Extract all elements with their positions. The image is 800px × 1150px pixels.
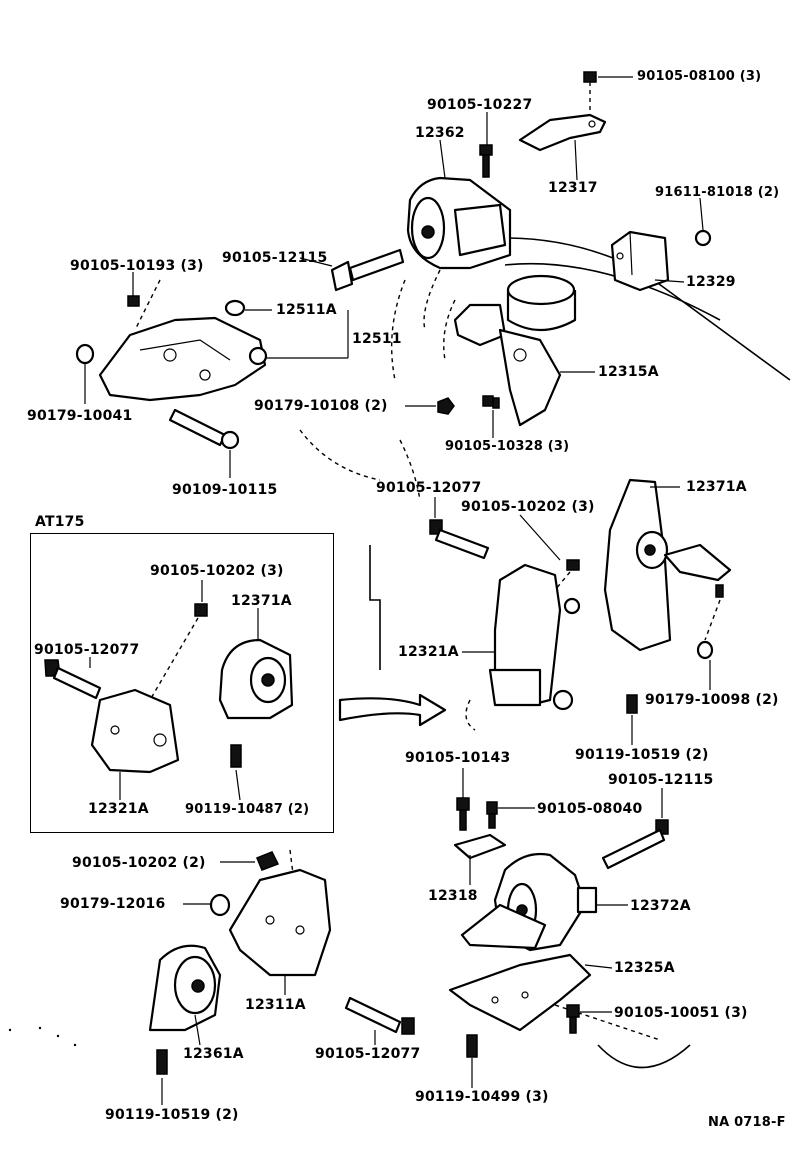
label-91611-81018: 91611-81018 (2) (655, 185, 780, 200)
label-12361A: 12361A (183, 1046, 244, 1062)
bolt-90105-10328 (482, 395, 500, 409)
label-12318: 12318 (428, 888, 478, 904)
label-12317: 12317 (548, 180, 598, 196)
inset-bracket-12321A (90, 688, 180, 774)
label-90105-10051: 90105-10051 (3) (614, 1005, 748, 1021)
bolt-90105-10202-mid (554, 559, 580, 591)
bracket-12317 (518, 113, 607, 152)
label-90105-10202-mid: 90105-10202 (3) (461, 499, 595, 515)
bolt-90119-10519-bot (156, 1049, 168, 1075)
label-12511: 12511 (352, 331, 402, 347)
label-90105-10193: 90105-10193 (3) (70, 258, 204, 274)
bushing-12511A (224, 299, 246, 317)
mount-12362 (406, 176, 512, 270)
label-12311A: 12311A (245, 997, 306, 1013)
label-90105-10143: 90105-10143 (405, 750, 511, 766)
label-12329: 12329 (686, 274, 736, 290)
label-12362: 12362 (415, 125, 465, 141)
nut-90179-10041 (75, 343, 95, 365)
label-90105-10202-bot: 90105-10202 (2) (72, 855, 206, 871)
bracket-12511 (98, 316, 268, 402)
nut-91611-81018 (694, 229, 712, 247)
bolt-90105-10227 (479, 144, 493, 178)
label-12315A: 12315A (598, 364, 659, 380)
inset-title-at175: AT175 (35, 514, 85, 530)
bolt-90105-12115-top (330, 248, 405, 292)
bolt-90119-10499 (466, 1034, 478, 1058)
label-90179-10041: 90179-10041 (27, 408, 133, 424)
nut-90179-12016 (209, 893, 231, 917)
label-90105-08040: 90105-08040 (537, 801, 643, 817)
bracket-12311A (228, 868, 332, 977)
at175-inset-frame (30, 533, 334, 833)
leader-lines (84, 76, 711, 1105)
mount-12371A-right (603, 478, 732, 652)
label-12321A-right: 12321A (398, 644, 459, 660)
label-90179-10108: 90179-10108 (2) (254, 398, 388, 414)
label-12511A: 12511A (276, 302, 337, 318)
label-90109-10115: 90109-10115 (172, 482, 278, 498)
plate-12325A (448, 953, 592, 1032)
bolt-90179-10098 (696, 584, 724, 660)
label-90105-12115-right: 90105-12115 (608, 772, 714, 788)
label-90179-10098: 90179-10098 (2) (645, 692, 779, 708)
inset-label-90119-10487: 90119-10487 (2) (185, 802, 310, 817)
label-90179-12016: 90179-12016 (60, 896, 166, 912)
inset-label-12371A: 12371A (231, 593, 292, 609)
label-12325A: 12325A (614, 960, 675, 976)
bolt-90105-08040 (486, 801, 498, 829)
inset-bolt-90119-10487 (230, 744, 242, 768)
label-12371A-right: 12371A (686, 479, 747, 495)
bolt-90109-10115 (168, 408, 240, 450)
inset-bolt-90105-10202 (149, 603, 208, 701)
bolt-90119-10519-right (626, 694, 638, 714)
bolt-90105-08100 (583, 71, 597, 115)
label-90105-10328: 90105-10328 (3) (445, 439, 570, 454)
diagram-code: NA 0718-F (708, 1115, 786, 1130)
label-90105-08100: 90105-08100 (3) (637, 69, 762, 84)
inset-label-90105-10202: 90105-10202 (3) (150, 563, 284, 579)
bolt-90105-12077-bot (344, 996, 415, 1035)
inset-mount-12371A (218, 638, 294, 720)
label-90119-10499: 90119-10499 (3) (415, 1089, 549, 1105)
inset-label-12321A: 12321A (88, 801, 149, 817)
mount-12372A (460, 852, 598, 952)
engine-drum (506, 274, 577, 331)
label-90105-10227: 90105-10227 (427, 97, 533, 113)
label-90105-12077-bot: 90105-12077 (315, 1046, 421, 1062)
mount-12361A (148, 944, 222, 1032)
bolt-90105-10051 (566, 1004, 580, 1034)
label-90105-12077-mid: 90105-12077 (376, 480, 482, 496)
scan-specks (8, 1026, 77, 1047)
inset-label-90105-12077: 90105-12077 (34, 642, 140, 658)
transition-arrow (338, 545, 447, 727)
bracket-12329 (610, 230, 670, 292)
nut-90179-10108 (437, 397, 455, 415)
label-90105-12115-top: 90105-12115 (222, 250, 328, 266)
bolt-90105-10143 (456, 797, 470, 831)
label-12372A: 12372A (630, 898, 691, 914)
bolt-90105-12077-mid (429, 519, 490, 560)
bolt-90105-12115-right (601, 819, 669, 870)
label-90119-10519-bot: 90119-10519 (2) (105, 1107, 239, 1123)
bracket-12321A (488, 563, 581, 711)
bracket-12315A (453, 303, 562, 427)
label-90119-10519-right: 90119-10519 (2) (575, 747, 709, 763)
bracket-12318 (453, 833, 507, 860)
inset-bolt-90105-12077 (44, 659, 102, 700)
